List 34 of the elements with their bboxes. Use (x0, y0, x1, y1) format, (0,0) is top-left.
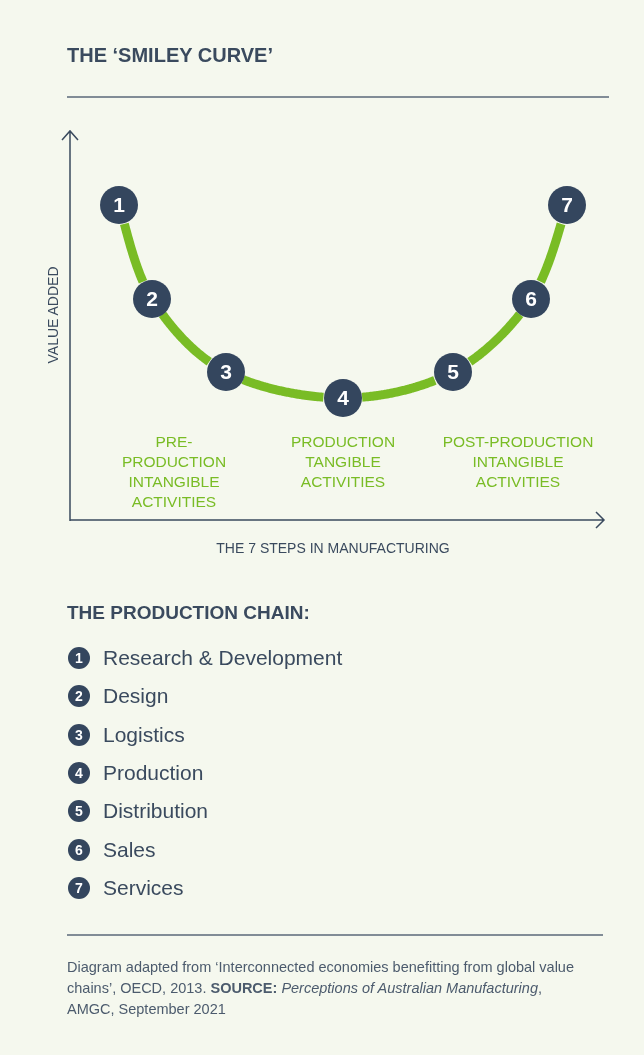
curve-segment (536, 220, 566, 285)
phase-label: POST-PRODUCTION INTANGIBLE ACTIVITIES (441, 432, 595, 492)
step-number-circle: 5 (434, 353, 472, 391)
section-heading: THE PRODUCTION CHAIN: (67, 602, 310, 624)
list-number: 6 (68, 838, 90, 861)
step-number-circle: 1 (100, 186, 138, 224)
curve-segment (240, 375, 326, 402)
step-number-circle: 4 (324, 379, 362, 417)
list-item: Research & Development (103, 645, 343, 671)
list-item: Distribution (103, 798, 209, 825)
source-note: Diagram adapted from ‘Interconnected economies benefitting from global value chains’, OECD, 2013. SOURCE: Perceptions of Australian Manufacturing, AMGC, September 2021 (67, 958, 575, 1019)
curve-segment (466, 311, 524, 366)
list-number: 2 (68, 685, 90, 708)
axis-label: THE 7 STEPS IN MANUFACTURING (216, 540, 450, 556)
step-number-circle: 2 (133, 280, 171, 318)
step-number-circle: 6 (512, 280, 550, 318)
axis-label: VALUE ADDED (45, 266, 61, 364)
list-item: Services (103, 874, 184, 901)
step-number-circle: 7 (548, 186, 586, 224)
list-number: 3 (68, 723, 90, 746)
title: THE ‘SMILEY CURVE’ (67, 44, 273, 67)
curve-segment (120, 220, 148, 285)
list-item: Logistics (103, 721, 185, 748)
list-number: 5 (68, 800, 90, 823)
list-number: 4 (68, 761, 90, 784)
step-number-circle: 3 (207, 353, 245, 391)
list-item: Sales (103, 836, 156, 863)
list-number: 1 (68, 647, 90, 669)
phase-label: PRODUCTION TANGIBLE ACTIVITIES (289, 432, 397, 492)
curve-segment (158, 311, 213, 366)
list-number: 7 (68, 876, 90, 899)
list-item: Design (103, 683, 169, 710)
phase-label: PRE-PRODUCTION INTANGIBLE ACTIVITIES (120, 432, 228, 512)
list-item: Production (103, 759, 204, 786)
